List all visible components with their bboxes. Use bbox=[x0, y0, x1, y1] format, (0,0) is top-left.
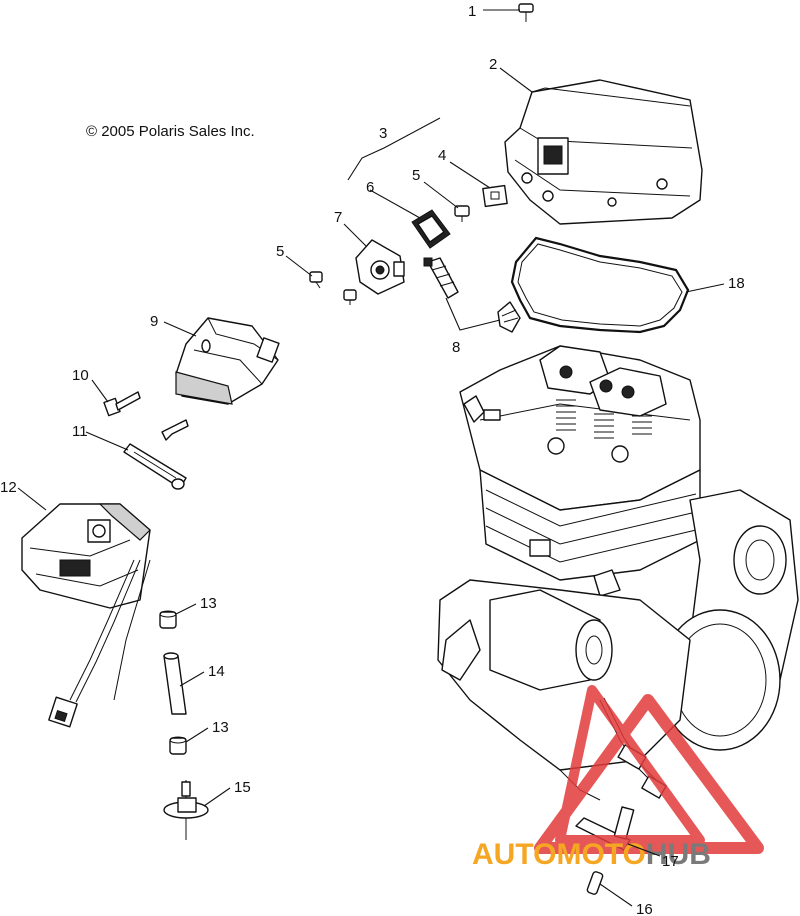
callout-8: 8 bbox=[452, 339, 460, 356]
callout-5-left: 5 bbox=[276, 243, 284, 260]
part-3-bracket bbox=[347, 117, 441, 181]
callout-3: 3 bbox=[379, 125, 387, 142]
callout-12: 12 bbox=[0, 479, 17, 496]
copyright-text: © 2005 Polaris Sales Inc. bbox=[86, 123, 255, 140]
callout-9: 9 bbox=[150, 313, 158, 330]
part-13-bushing-lower bbox=[169, 736, 187, 755]
part-4-label bbox=[482, 184, 508, 208]
callout-2: 2 bbox=[489, 56, 497, 73]
watermark-word-auto: AUTO bbox=[472, 838, 556, 871]
part-14-tube bbox=[163, 652, 187, 715]
callout-16: 16 bbox=[636, 901, 653, 916]
part-8-bracket bbox=[445, 297, 501, 331]
part-2-valve-cover bbox=[504, 79, 703, 225]
part-18-valve-cover-gasket bbox=[510, 236, 690, 334]
part-15-pressure-sensor bbox=[163, 780, 209, 840]
callout-1: 1 bbox=[468, 3, 476, 20]
part-8-spark-plug bbox=[423, 257, 459, 299]
callout-5-upper: 5 bbox=[412, 167, 420, 184]
part-1-bolt bbox=[518, 3, 534, 22]
part-5-screw-upper bbox=[454, 205, 470, 222]
callout-11: 11 bbox=[72, 423, 88, 440]
part-5-screw-left bbox=[309, 271, 323, 289]
part-13-bushing-upper bbox=[159, 610, 177, 629]
part-8-sensor bbox=[497, 301, 521, 333]
part-11-shaft bbox=[123, 443, 187, 490]
callout-7: 7 bbox=[334, 209, 342, 226]
callout-18: 18 bbox=[728, 275, 745, 292]
part-16-dowel-pin bbox=[586, 871, 604, 895]
part-11-small-bolt bbox=[161, 419, 189, 441]
part-12-switch bbox=[21, 503, 151, 728]
leader-lines bbox=[17, 9, 725, 907]
part-7-sensor bbox=[355, 239, 405, 295]
callout-numbers: 1 2 3 4 5 5 6 7 8 9 10 11 12 13 13 14 15… bbox=[0, 3, 745, 916]
callout-13-upper: 13 bbox=[200, 595, 217, 612]
part-10-bolt bbox=[103, 391, 141, 417]
watermark-word-moto: MOTO bbox=[556, 838, 645, 871]
callout-4: 4 bbox=[438, 147, 446, 164]
callout-10: 10 bbox=[72, 367, 89, 384]
callout-14: 14 bbox=[208, 663, 225, 680]
callout-15: 15 bbox=[234, 779, 251, 796]
watermark-text: AUTOMOTOHUB bbox=[472, 838, 711, 871]
callout-13-lower: 13 bbox=[212, 719, 229, 736]
watermark-triangle-inner bbox=[555, 685, 705, 845]
part-9-intake-boot bbox=[175, 317, 280, 405]
callout-17: 17 bbox=[662, 853, 679, 870]
part-6-gasket bbox=[411, 209, 451, 249]
callout-6: 6 bbox=[366, 179, 374, 196]
part-5-screw-small bbox=[343, 289, 357, 305]
watermark-triangle-outer bbox=[534, 694, 764, 854]
watermark-logo bbox=[534, 685, 764, 854]
